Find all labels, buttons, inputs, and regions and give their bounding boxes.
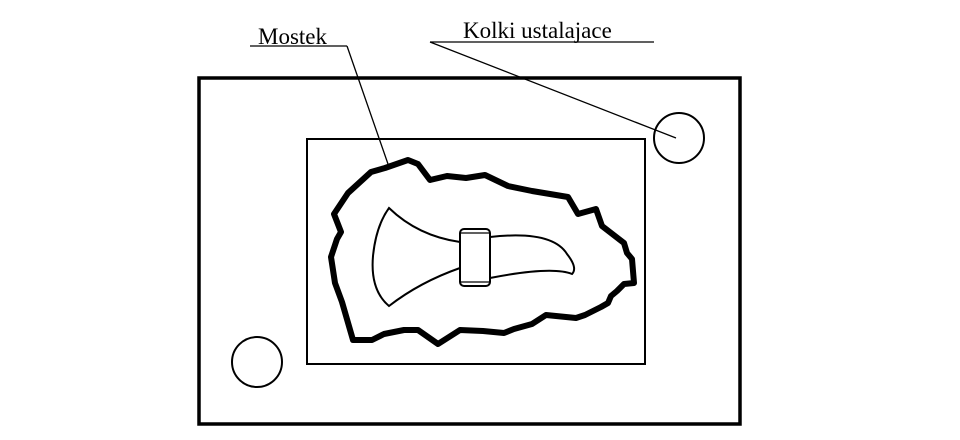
label-locating-pins: Kolki ustalajace	[463, 18, 612, 43]
bridge-flash-outline	[328, 157, 637, 347]
axe-spike-outline	[489, 234, 576, 280]
leader-line-bridge	[346, 45, 389, 165]
die-plate-outline	[197, 76, 742, 426]
cavity-outline	[306, 138, 646, 365]
axe-blade-outline	[371, 206, 461, 308]
locating-pin-bottom-left	[231, 336, 283, 388]
leader-line-locating-pins	[429, 41, 677, 139]
label-bridge: Mostek	[258, 24, 328, 49]
axe-eye-outline	[459, 228, 491, 287]
locating-pin-top-right	[653, 112, 705, 164]
